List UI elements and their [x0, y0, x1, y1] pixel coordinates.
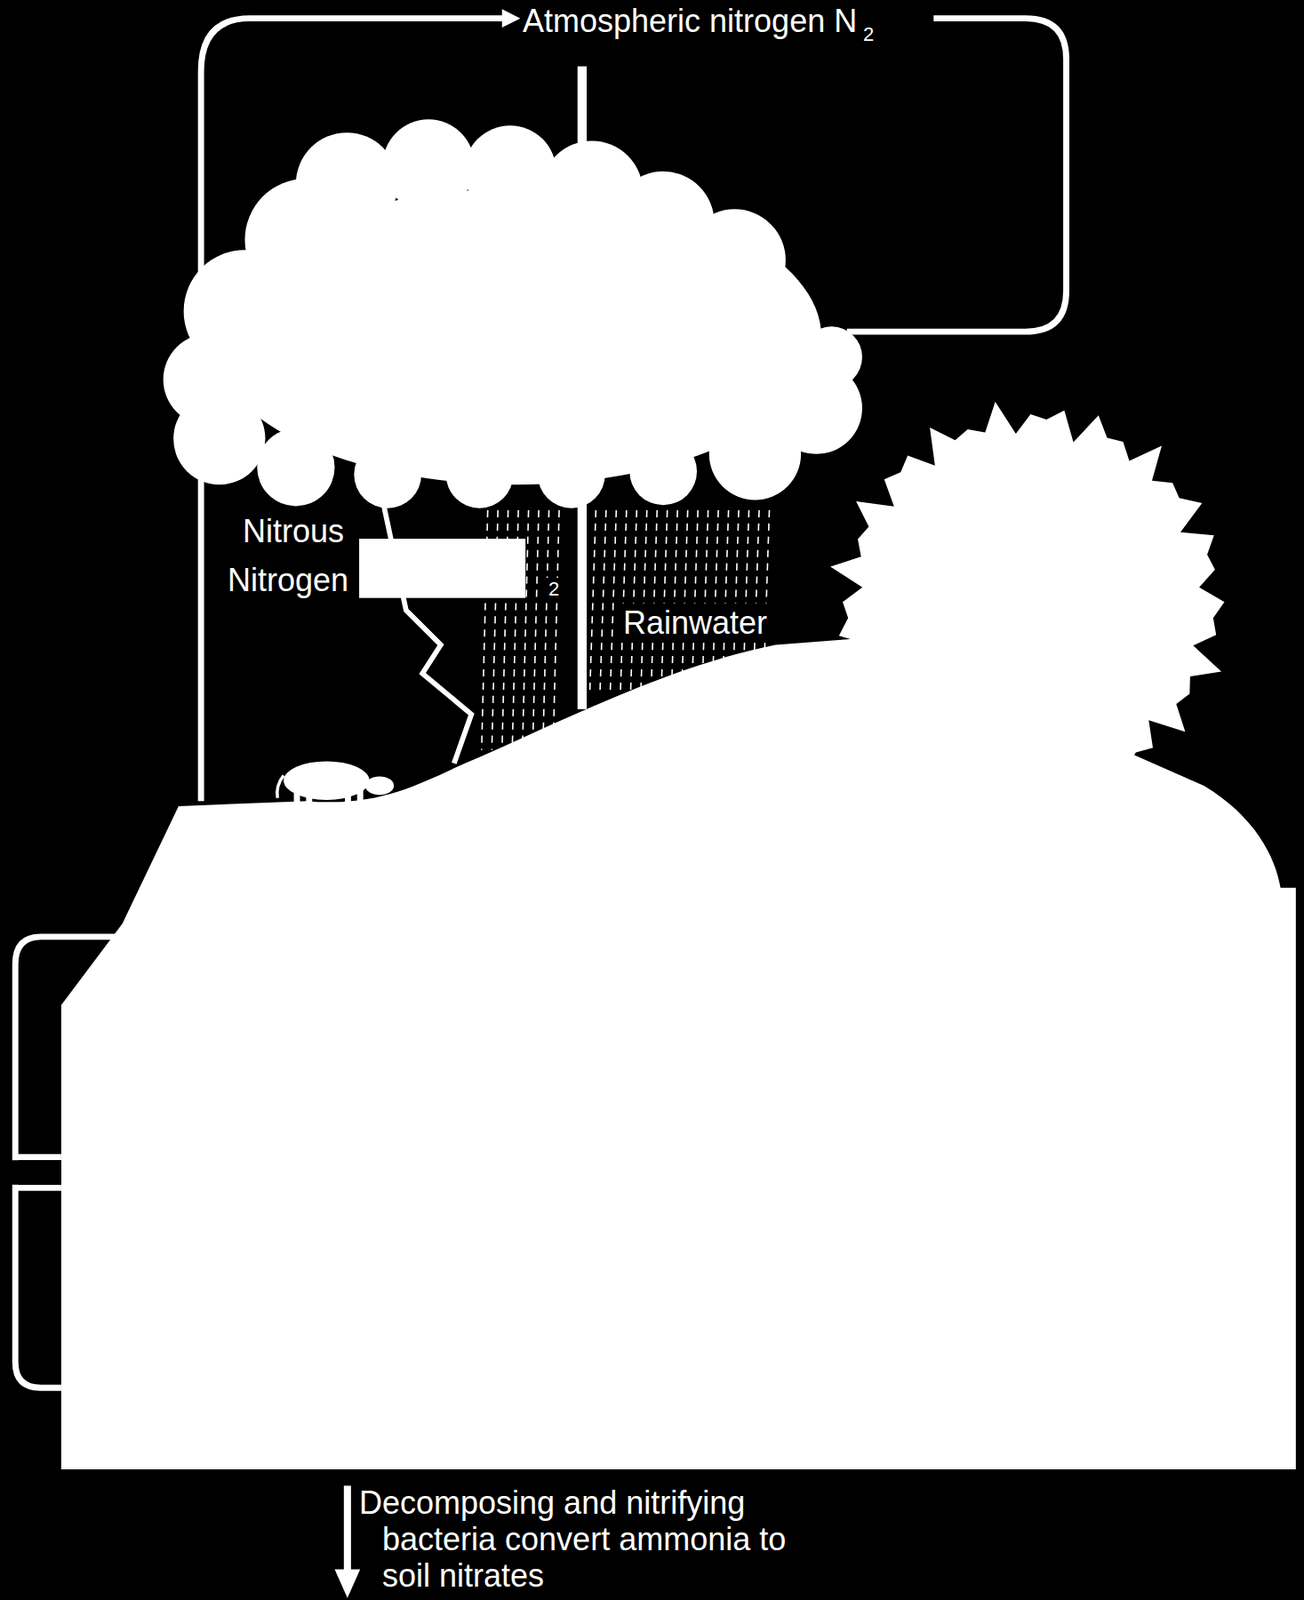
- subscript: 2: [860, 23, 877, 47]
- rain-label: Rainwater: [620, 603, 770, 642]
- atmosphere-label: Atmospheric nitrogen N: [520, 1, 860, 40]
- process-label: Nitrogen: [224, 560, 352, 600]
- process-label: Nitrous: [240, 512, 347, 551]
- process-note: Decomposing and nitrifying bacteria conv…: [359, 1484, 807, 1594]
- subscript: 2: [545, 577, 562, 601]
